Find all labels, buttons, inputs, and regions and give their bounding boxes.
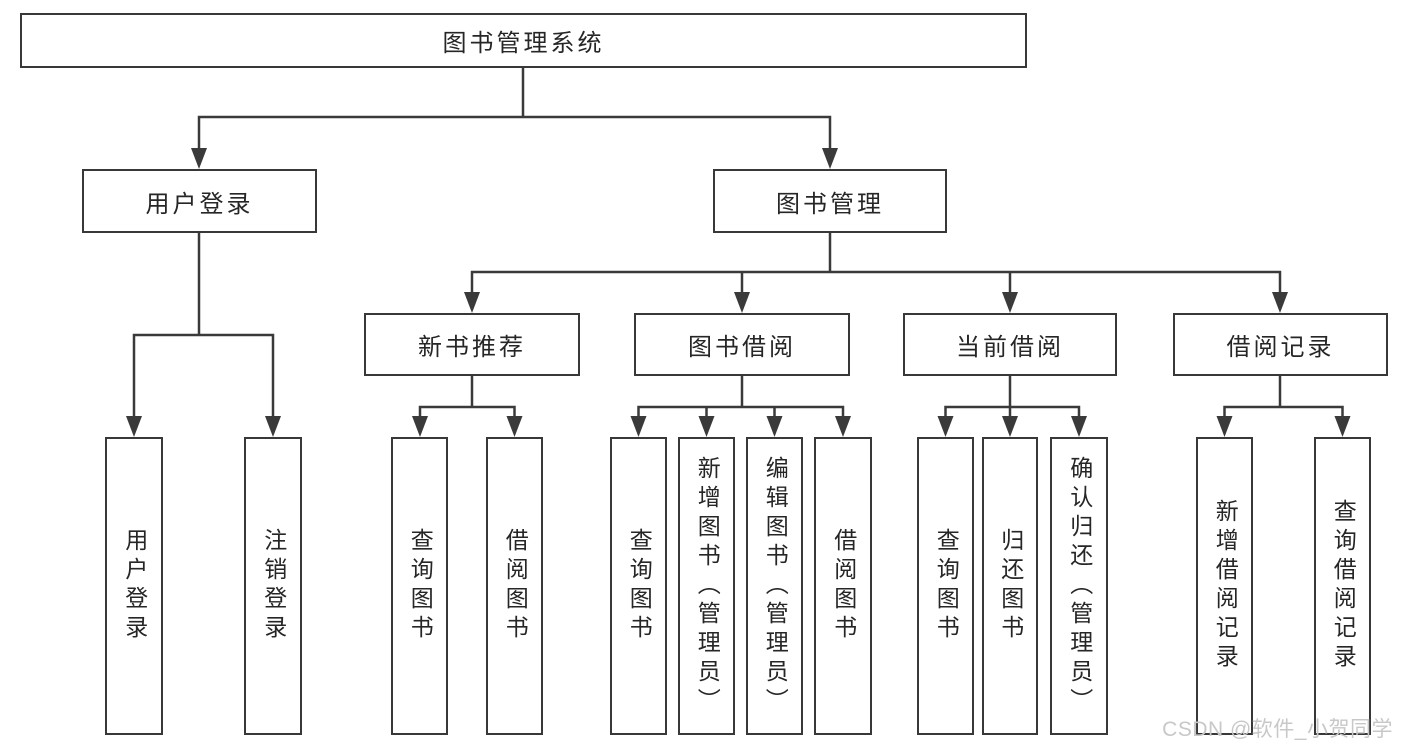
arrow-down-icon [1216, 416, 1233, 437]
arrow-down-icon [1002, 292, 1018, 313]
leaf-borrow-books-recommend: 借阅图书 [486, 437, 543, 735]
node-current-borrow: 当前借阅 [903, 313, 1117, 376]
node-label: 图书管理系统 [442, 30, 605, 57]
node-book-management: 图书管理 [713, 169, 947, 233]
node-new-book-recommend: 新书推荐 [364, 313, 580, 376]
node-label: 新增借阅记录 [1212, 499, 1239, 673]
leaf-add-borrow-record: 新增借阅记录 [1196, 437, 1253, 735]
arrow-down-icon [1272, 292, 1288, 313]
leaf-query-borrow-record: 查询借阅记录 [1314, 437, 1371, 735]
arrow-down-icon [766, 416, 783, 437]
connector-book-management [464, 231, 1288, 313]
node-label: 归还图书 [997, 528, 1024, 644]
arrow-down-icon [1071, 416, 1087, 437]
connector-path [944, 374, 1081, 419]
node-label: 用户登录 [145, 190, 254, 218]
node-label: 编辑图书（管理员） [762, 455, 789, 717]
node-label: 借阅记录 [1226, 334, 1335, 361]
node-label: 用户登录 [121, 528, 148, 644]
node-label: 查询借阅记录 [1330, 499, 1357, 673]
arrow-down-icon [412, 416, 428, 437]
node-label: 借阅图书 [830, 528, 857, 644]
node-label: 查询图书 [933, 528, 960, 644]
connector-path [1223, 374, 1344, 419]
connector-path [418, 374, 516, 419]
arrow-down-icon [126, 416, 142, 437]
node-label: 新书推荐 [418, 334, 526, 361]
arrow-down-icon [1002, 416, 1018, 437]
node-label: 查询图书 [626, 528, 653, 644]
arrow-down-icon [734, 292, 750, 313]
connector-book-borrow [630, 374, 851, 437]
connector-root [191, 66, 838, 169]
leaf-query-books-recommend: 查询图书 [391, 437, 448, 735]
arrow-down-icon [698, 416, 715, 437]
node-label: 确认归还（管理员） [1066, 455, 1093, 717]
leaf-add-book-admin: 新增图书（管理员） [678, 437, 735, 735]
node-label: 图书借阅 [688, 334, 796, 361]
node-book-borrow: 图书借阅 [634, 313, 850, 376]
leaf-logout: 注销登录 [244, 437, 302, 735]
node-label: 查询图书 [407, 528, 434, 644]
node-label: 注销登录 [260, 528, 287, 644]
leaf-confirm-return-admin: 确认归还（管理员） [1050, 437, 1108, 735]
connector-path [470, 231, 1282, 295]
leaf-user-login: 用户登录 [105, 437, 163, 735]
arrow-down-icon [937, 416, 954, 437]
arrow-down-icon [191, 148, 207, 169]
leaf-borrow-books-2: 借阅图书 [814, 437, 872, 735]
connector-borrow-records [1216, 374, 1351, 437]
arrow-down-icon [506, 416, 523, 437]
leaf-query-books-borrow: 查询图书 [610, 437, 667, 735]
connector-new-book-recommend [412, 374, 523, 437]
node-label: 新增图书（管理员） [694, 455, 721, 717]
arrow-down-icon [835, 416, 851, 437]
leaf-edit-book-admin: 编辑图书（管理员） [746, 437, 803, 735]
node-label: 图书管理 [776, 190, 884, 218]
leaf-return-book: 归还图书 [982, 437, 1038, 735]
node-label: 当前借阅 [956, 334, 1064, 361]
leaf-query-books-current: 查询图书 [917, 437, 974, 735]
connector-user-login [126, 231, 281, 437]
connector-current-borrow [937, 374, 1087, 437]
arrow-down-icon [464, 292, 480, 313]
arrow-down-icon [630, 416, 647, 437]
node-user-login: 用户登录 [82, 169, 317, 233]
node-label: 借阅图书 [502, 528, 529, 644]
connector-path [197, 66, 832, 151]
node-borrow-records: 借阅记录 [1173, 313, 1388, 376]
arrow-down-icon [265, 416, 281, 437]
watermark: CSDN @软件_小贺同学 [1162, 718, 1393, 741]
connector-path [637, 374, 845, 419]
node-root: 图书管理系统 [20, 13, 1027, 68]
arrow-down-icon [822, 148, 838, 169]
connector-path [132, 231, 275, 419]
arrow-down-icon [1334, 416, 1351, 437]
